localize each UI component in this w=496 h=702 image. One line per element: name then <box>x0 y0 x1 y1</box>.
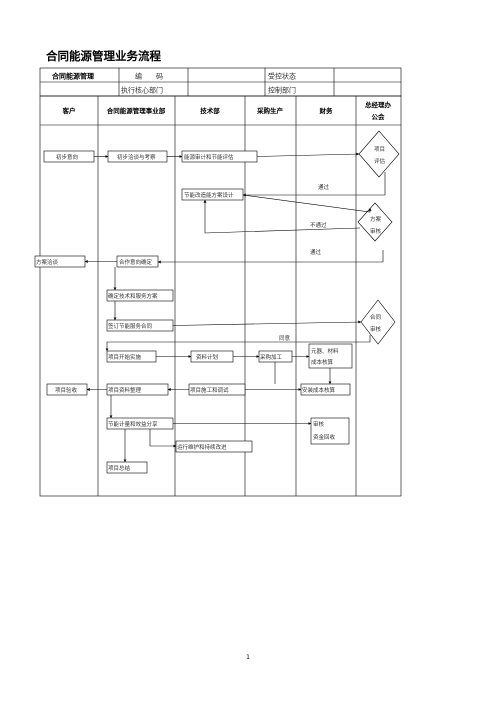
label-cost-accounting: 成本核算 <box>311 358 334 366</box>
label-plan-review-1: 方案 <box>370 215 382 223</box>
box-summary <box>106 461 148 474</box>
column-emc-division: 合同能源管理事业部 <box>106 106 166 115</box>
swimlane-table <box>39 95 402 497</box>
label-project-eval-2: 评估 <box>374 157 386 165</box>
label-cooperation: 合作意向确定 <box>119 258 153 266</box>
edge-label-pass-2: 通过 <box>310 248 322 256</box>
page-number: 1 <box>246 654 250 661</box>
edge-label-pass-1: 通过 <box>318 183 330 191</box>
diamond-contract-review <box>360 299 396 345</box>
box-audit-funds <box>310 417 350 445</box>
diamond-plan-review <box>357 202 393 242</box>
header-table <box>39 67 402 97</box>
label-confirm-plan: 确定技术和服务方案 <box>108 292 158 300</box>
label-purchase: 采购加工 <box>260 353 283 361</box>
label-material-plan: 资料计划 <box>196 353 218 361</box>
diamond-project-eval <box>358 130 400 178</box>
label-data-arrange: 项目资料整理 <box>108 386 142 394</box>
label-energy-metering: 节能计量和效益分享 <box>108 420 158 428</box>
label-materials: 元器、材料 <box>311 347 339 355</box>
box-confirm-plan <box>106 289 174 302</box>
label-energy-audit: 能源审计和节能评估 <box>184 153 234 161</box>
column-customer: 客户 <box>62 106 76 115</box>
label-summary: 项目总结 <box>108 464 131 472</box>
label-plan-review-2: 审核 <box>370 227 382 235</box>
label-sign-contract: 签订节能服务合同 <box>108 322 153 330</box>
label-install-cost: 安装成本核算 <box>302 386 336 394</box>
column-finance: 财务 <box>320 106 334 115</box>
header-dept-label: 执行核心部门 <box>121 86 163 95</box>
label-contract-review-1: 合同 <box>370 313 382 321</box>
column-procurement: 采购生产 <box>257 106 284 115</box>
label-funds: 资金回收 <box>313 433 336 441</box>
label-project-eval-1: 项目 <box>374 146 385 153</box>
column-tech: 技术部 <box>200 106 220 115</box>
edge-label-agree: 同意 <box>279 334 291 342</box>
label-project-start: 项目开始实施 <box>108 353 142 361</box>
column-union: 公会 <box>372 112 386 121</box>
column-gm-office: 总经理办 <box>365 100 392 109</box>
label-acceptance: 项目验收 <box>55 386 78 394</box>
label-initial-talks: 初步洽谈与考察 <box>117 153 156 161</box>
label-contract-review-2: 审核 <box>370 325 382 333</box>
edge-label-fail: 不通过 <box>310 221 327 229</box>
label-audit: 审核 <box>313 420 325 428</box>
label-plan-negotiation: 方案洽谈 <box>36 258 59 266</box>
page-title: 合同能源管理业务流程 <box>46 49 161 63</box>
header-control-label: 控制部门 <box>268 86 296 95</box>
label-maintenance: 运行维护和持续改进 <box>177 443 227 451</box>
header-code-label: 编 码 <box>135 72 163 81</box>
label-plan-design: 节能改造能方案设计 <box>184 191 234 199</box>
header-status-label: 受控状态 <box>268 72 296 81</box>
box-cost-accounting <box>308 343 353 369</box>
label-construction: 项目施工和调试 <box>190 386 229 394</box>
header-name: 合同能源管理 <box>51 72 94 81</box>
label-initial-intent: 初步意向 <box>56 153 78 161</box>
